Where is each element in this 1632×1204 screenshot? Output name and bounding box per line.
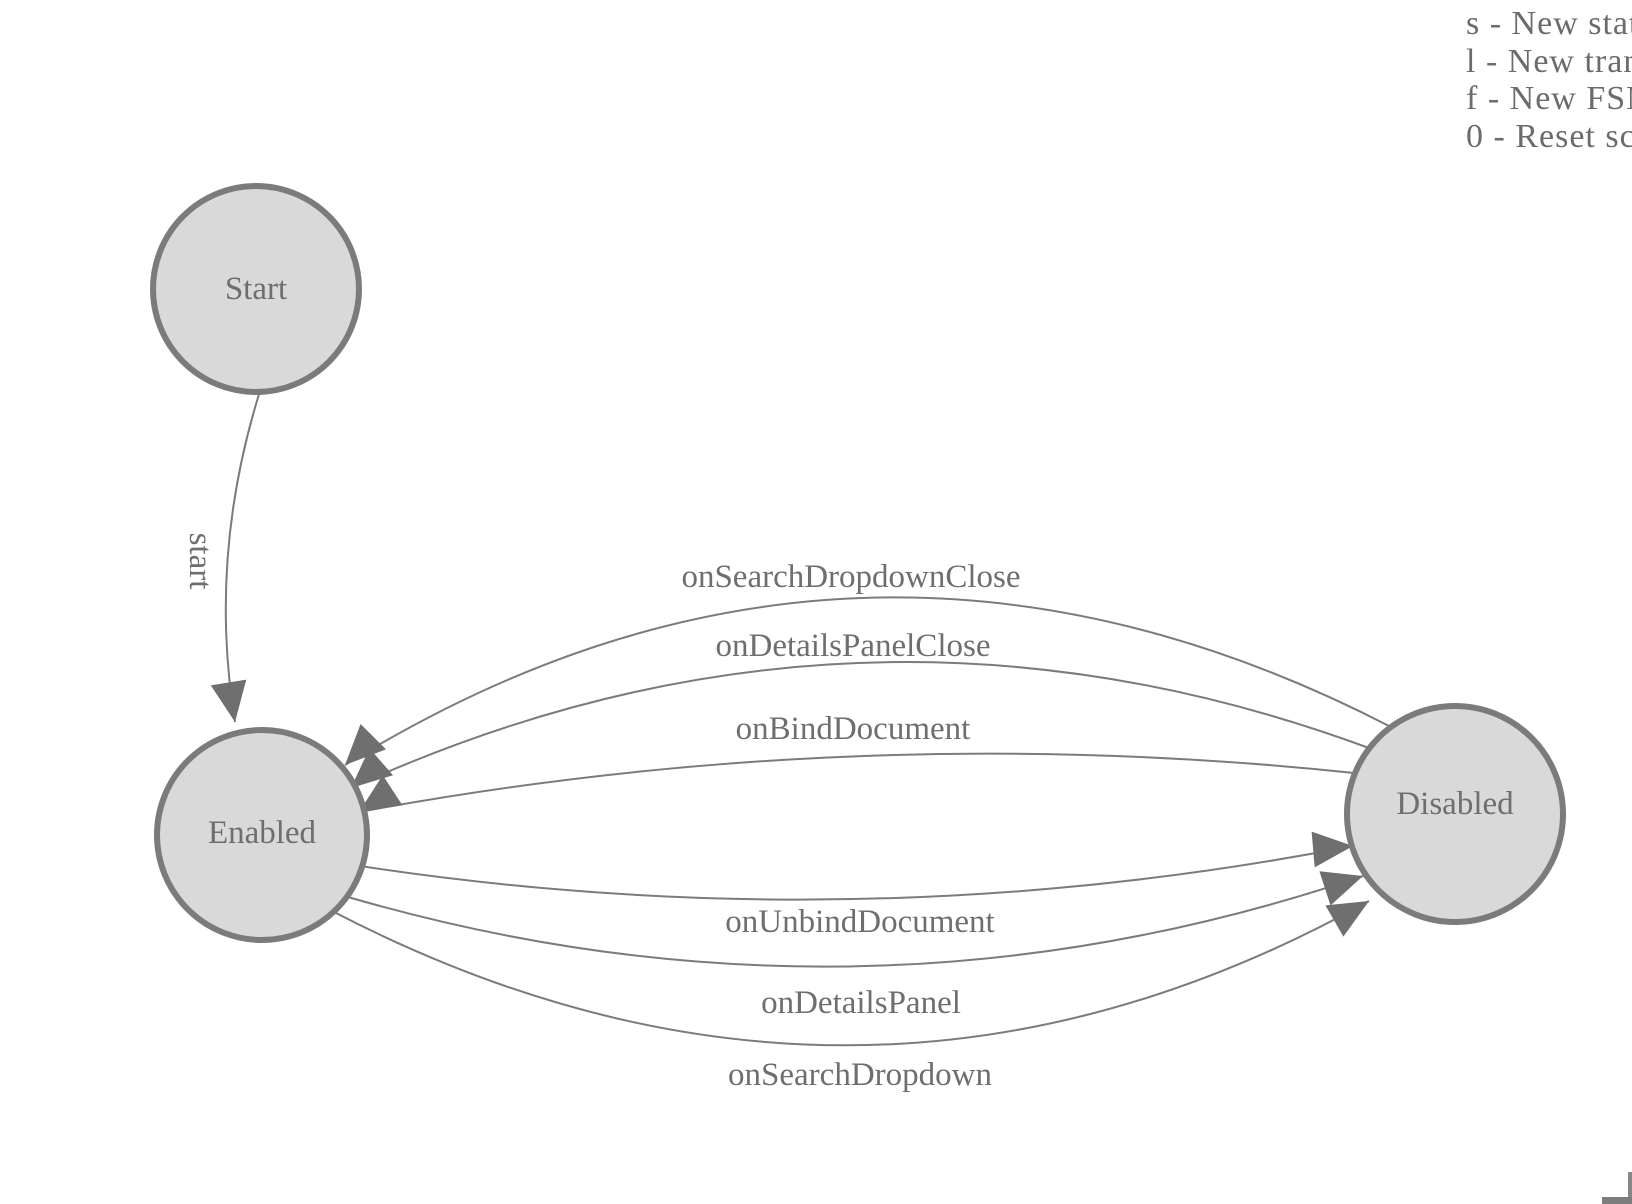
transition-edge-onBindDocument[interactable] bbox=[358, 752, 1355, 813]
transition-edge-start[interactable] bbox=[224, 390, 261, 723]
state-label-start: Start bbox=[225, 271, 287, 307]
arrowhead-icon bbox=[1325, 901, 1369, 937]
arrowhead-icon bbox=[345, 724, 386, 765]
transition-label-onSearchDropdownClose[interactable]: onSearchDropdownClose bbox=[681, 559, 1020, 595]
transition-edge-onUnbindDocument[interactable] bbox=[359, 845, 1354, 901]
state-node-start[interactable] bbox=[150, 183, 362, 395]
state-node-disabled[interactable] bbox=[1344, 703, 1566, 925]
state-node-enabled[interactable] bbox=[154, 727, 370, 943]
canvas-corner-mark-vertical bbox=[1628, 1172, 1632, 1199]
transition-label-onBindDocument[interactable]: onBindDocument bbox=[736, 711, 971, 747]
transition-label-onSearchDropdown[interactable]: onSearchDropdown bbox=[728, 1057, 992, 1093]
arrowhead-icon bbox=[1319, 871, 1363, 906]
transition-edge-onSearchDropdown[interactable] bbox=[333, 900, 1370, 1047]
transition-edge-onSearchDropdownClose[interactable] bbox=[344, 596, 1392, 766]
transition-edge-onDetailsPanel[interactable] bbox=[347, 875, 1364, 968]
legend-line-new-transition: l - New tran bbox=[1466, 42, 1632, 80]
transition-edge-onDetailsPanelClose[interactable] bbox=[350, 661, 1370, 789]
state-label-enabled: Enabled bbox=[208, 815, 317, 851]
transition-label-start[interactable]: start bbox=[182, 533, 218, 590]
arrowhead-icon bbox=[1311, 831, 1353, 868]
legend-line-new-state: s - New stat bbox=[1466, 5, 1632, 42]
arrowhead-icon bbox=[359, 775, 403, 812]
arrowhead-icon bbox=[210, 679, 247, 722]
canvas-corner-mark-horizontal bbox=[1602, 1197, 1632, 1204]
state-label-disabled: Disabled bbox=[1396, 786, 1514, 822]
transition-label-onDetailsPanel[interactable]: onDetailsPanel bbox=[761, 985, 961, 1021]
shortcut-legend: s - New stat l - New tran f - New FSM 0 … bbox=[1466, 5, 1632, 155]
legend-line-new-fsm: f - New FSM bbox=[1466, 80, 1632, 117]
transition-label-onUnbindDocument[interactable]: onUnbindDocument bbox=[725, 904, 994, 940]
legend-line-reset: 0 - Reset sca bbox=[1466, 117, 1632, 155]
transition-label-onDetailsPanelClose[interactable]: onDetailsPanelClose bbox=[716, 628, 991, 664]
